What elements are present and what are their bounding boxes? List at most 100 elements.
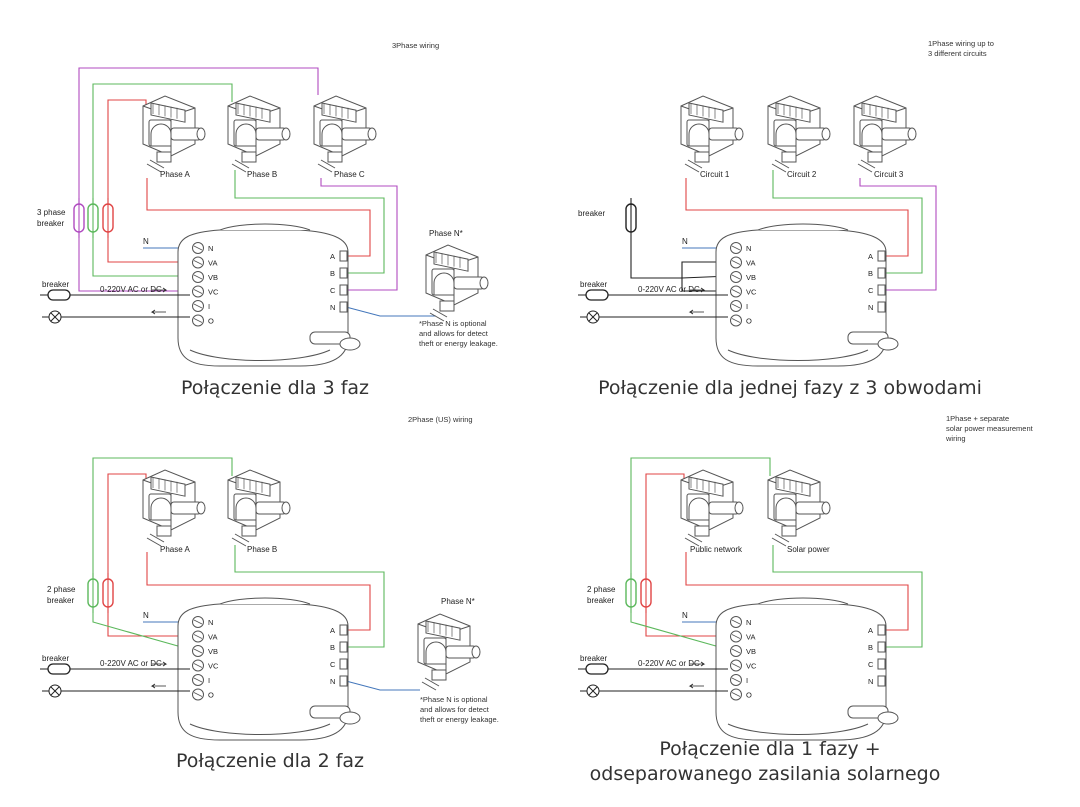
wire — [772, 170, 923, 274]
terminal-label: C — [868, 660, 874, 669]
ct-input-socket-icon — [877, 267, 886, 279]
arrow-left-icon — [150, 683, 166, 689]
ct-phase-c-icon — [313, 95, 377, 173]
terminal-label: N — [208, 618, 213, 627]
wire — [234, 545, 385, 648]
terminal-label: A — [330, 626, 335, 635]
wire — [92, 457, 233, 580]
ct-phase-n-icon — [417, 613, 481, 691]
wire-phase-b — [92, 83, 233, 205]
wiring-type-note: 3 different circuits — [928, 49, 987, 58]
terminal-label: A — [868, 626, 873, 635]
terminal-label: B — [330, 269, 335, 278]
terminal-label: N — [330, 303, 335, 312]
neutral-label: N — [143, 611, 149, 620]
arrow-right-icon — [690, 287, 706, 293]
terminal-label: I — [208, 676, 210, 685]
breaker-label: breaker — [578, 209, 605, 218]
ct-input-socket-icon — [877, 641, 886, 653]
ct-input-socket-icon — [339, 301, 348, 313]
ct-input-socket-icon — [339, 284, 348, 296]
terminal-label: N — [746, 244, 751, 253]
ct-phase-a-icon — [142, 469, 206, 547]
terminal-label: B — [868, 269, 873, 278]
terminal-label: VC — [746, 288, 757, 297]
terminal-label: VA — [208, 259, 217, 268]
supply-voltage-label: 0-220V AC or DC — [100, 659, 162, 668]
ct-phase-b-icon — [227, 469, 291, 547]
supply-breaker-label: breaker — [42, 280, 69, 289]
terminal-label: N — [746, 618, 751, 627]
arrow-right-icon — [152, 661, 168, 667]
supply-voltage-label: 0-220V AC or DC — [100, 285, 162, 294]
ct-input-socket-icon — [877, 658, 886, 670]
ct-label: Circuit 2 — [787, 170, 817, 179]
terminal-label: VA — [746, 259, 755, 268]
breaker-label: 3 phase — [37, 208, 66, 217]
ct-label: Phase B — [247, 170, 277, 179]
ct-input-socket-icon — [877, 301, 886, 313]
terminal-label: O — [208, 317, 214, 326]
breaker-label: breaker — [587, 596, 614, 605]
phase-n-title: Phase N* — [441, 597, 475, 606]
ct-label: Phase A — [160, 545, 190, 554]
terminal-label: O — [746, 691, 752, 700]
terminal-label: I — [746, 302, 748, 311]
wire-phase-a — [107, 99, 147, 205]
breaker-label: 2 phase — [47, 585, 76, 594]
neutral-label: N — [682, 611, 688, 620]
diagram-caption: Połączenie dla 2 faz — [176, 750, 364, 772]
wire — [859, 178, 937, 291]
terminal-label: I — [208, 302, 210, 311]
terminal-label: VA — [746, 633, 755, 642]
ct-label: Solar power — [787, 545, 830, 554]
terminal-label: VC — [208, 662, 219, 671]
wiring-type-note: 2Phase (US) wiring — [408, 415, 473, 424]
terminal-label: A — [330, 252, 335, 261]
diagram-caption: odseparowanego zasilania solarnego — [590, 763, 941, 785]
ct-label: Circuit 3 — [874, 170, 904, 179]
wiring-type-note: 1Phase wiring up to — [928, 39, 994, 48]
ct-circuit-3-icon — [853, 95, 917, 173]
terminal-label: I — [746, 676, 748, 685]
ct-label: Phase C — [334, 170, 365, 179]
supply-breaker-icon — [585, 663, 609, 675]
terminal-label: C — [868, 286, 874, 295]
arrow-left-icon — [688, 309, 704, 315]
wire — [92, 230, 192, 277]
ct-input-socket-icon — [339, 675, 348, 687]
wire — [146, 552, 371, 631]
wire — [772, 545, 923, 648]
ct-public-network-icon — [680, 469, 744, 547]
wire — [681, 278, 730, 292]
wire — [320, 178, 398, 291]
phase-n-note: and allows for detect — [419, 329, 489, 338]
diagram-caption: Połączenie dla jednej fazy z 3 obwodami — [598, 377, 982, 399]
terminal-label: C — [330, 660, 336, 669]
ct-phase-n-icon — [425, 244, 489, 322]
phase-n-note: *Phase N is optional — [420, 695, 488, 704]
wiring-type-note: wiring — [945, 434, 966, 443]
terminal-label: VC — [746, 662, 757, 671]
wire-phase-c — [78, 67, 319, 205]
terminal-label: VA — [208, 633, 217, 642]
wiring-type-note: solar power measurement — [946, 424, 1034, 433]
phase-n-note: theft or energy leakage. — [419, 339, 498, 348]
wire — [645, 605, 730, 637]
supply-breaker-icon — [585, 289, 609, 301]
terminal-label: VB — [208, 273, 218, 282]
wiring-type-note: 1Phase + separate — [946, 414, 1009, 423]
terminal-label: N — [868, 677, 873, 686]
ct-solar-power-icon — [767, 469, 831, 547]
supply-voltage-label: 0-220V AC or DC — [638, 285, 700, 294]
ct-input-socket-icon — [339, 624, 348, 636]
neutral-label: N — [682, 237, 688, 246]
wire — [685, 552, 909, 631]
phase-n-note: theft or energy leakage. — [420, 715, 499, 724]
terminal-label: N — [330, 677, 335, 686]
terminal-label: N — [208, 244, 213, 253]
phase-n-title: Phase N* — [429, 229, 463, 238]
